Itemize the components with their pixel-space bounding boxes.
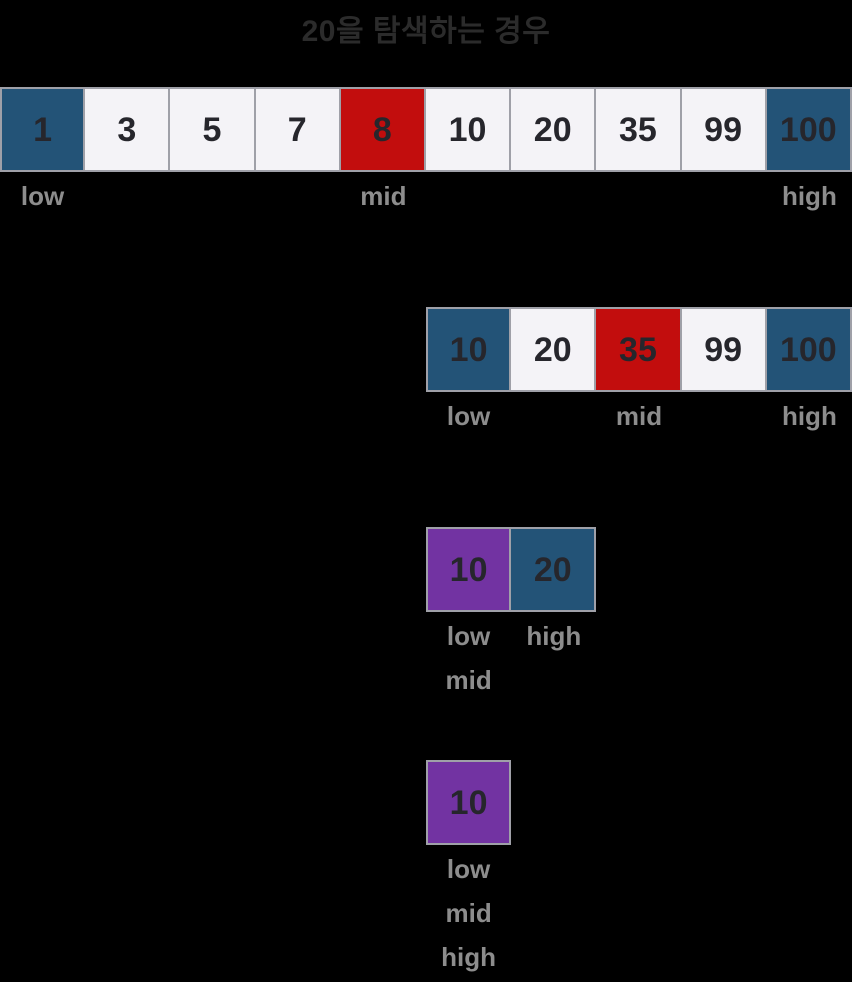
pointer-label-high: high (781, 181, 837, 211)
cell-value: 20 (533, 330, 572, 369)
array-cell-plain: 99 (681, 87, 767, 172)
cell-value: 5 (202, 110, 222, 149)
cell-value: 10 (448, 110, 487, 149)
array-cell-plain: 5 (170, 87, 256, 172)
cell-value: 10 (449, 330, 488, 369)
array-cell-mid: 35 (596, 307, 682, 392)
cell-value: 99 (704, 110, 742, 149)
cell-value: 7 (287, 110, 307, 149)
array-cell-mid: 8 (340, 87, 426, 172)
cell-value: 10 (449, 783, 488, 822)
diagram-title: 20을 탐색하는 경우 (301, 15, 551, 48)
array-cell-low: 10 (426, 307, 512, 392)
pointer-label-low: low (446, 621, 491, 651)
pointer-label-low: low (446, 854, 491, 884)
array-cell-plain: 35 (596, 87, 682, 172)
pointer-label-high: high (781, 401, 837, 431)
cell-value: 8 (372, 110, 392, 149)
pointer-label-high: high (526, 621, 582, 651)
array-cell-low-mid: 10 (426, 527, 512, 612)
array-cell-high: 20 (511, 527, 597, 612)
cell-value: 1 (33, 110, 53, 149)
cell-value: 35 (619, 330, 657, 369)
cell-value: 20 (533, 550, 572, 589)
array-row-step-2: 10 20 35 99 100 (426, 307, 852, 392)
array-row-step-4: 10 (426, 760, 512, 845)
cell-value: 35 (618, 110, 657, 149)
pointer-label-mid: mid (360, 181, 407, 211)
array-cell-high: 100 (766, 307, 852, 392)
array-cell-high: 100 (766, 87, 852, 172)
array-cell-plain: 7 (255, 87, 341, 172)
cell-value: 100 (779, 110, 837, 149)
pointer-label-mid: mid (445, 665, 492, 695)
array-cell-plain: 99 (681, 307, 767, 392)
cell-value: 3 (117, 110, 137, 149)
array-cell-plain: 20 (511, 87, 597, 172)
array-cell-low: 1 (0, 87, 86, 172)
array-cell-low-mid: 10 (426, 760, 512, 845)
cell-value: 10 (449, 550, 488, 589)
pointer-label-mid: mid (445, 898, 492, 928)
pointer-label-low: low (446, 401, 491, 431)
cell-value: 99 (704, 330, 743, 369)
pointer-label-mid: mid (615, 401, 663, 431)
pointer-label-low: low (20, 181, 65, 211)
array-row-step-3: 10 20 (426, 527, 597, 612)
pointer-label-high: high (441, 942, 497, 972)
cell-value: 100 (779, 330, 837, 369)
array-cell-plain: 20 (511, 307, 597, 392)
array-cell-plain: 10 (425, 87, 512, 172)
cell-value: 20 (533, 110, 572, 149)
array-cell-plain: 3 (85, 87, 171, 172)
